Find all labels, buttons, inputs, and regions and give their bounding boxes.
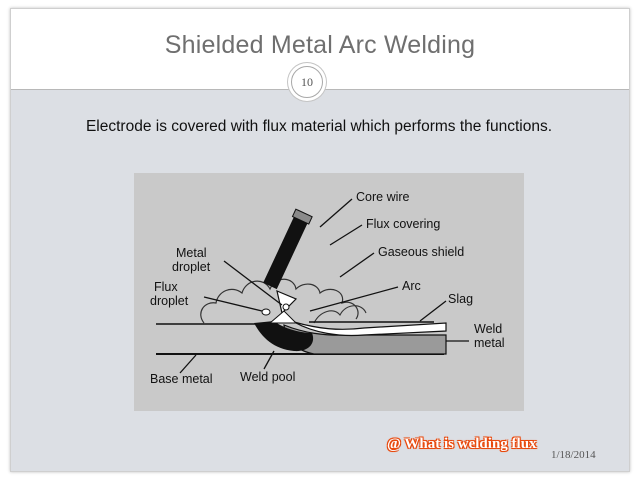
- gaseous-shield-leader: [339, 252, 375, 278]
- slide-subtitle: Electrode is covered with flux material …: [85, 118, 553, 135]
- electrode: [263, 208, 313, 290]
- watermark-caption: @ What is welding flux: [387, 436, 537, 452]
- label-flux-covering: Flux covering: [366, 217, 440, 231]
- page-number-badge: 10: [291, 66, 323, 98]
- flux-droplet-leader: [203, 296, 263, 312]
- slide-date: 1/18/2014: [551, 449, 596, 461]
- weld-pool: [254, 321, 314, 352]
- slag-leader: [419, 300, 447, 322]
- welding-diagram: Core wire Flux covering Gaseous shield M…: [134, 173, 524, 411]
- label-slag: Slag: [448, 292, 473, 306]
- slag-layer: [293, 321, 447, 337]
- gaseous-shield-cloud-right: [313, 305, 367, 324]
- arc-leader: [309, 286, 399, 312]
- flux-droplet: [261, 308, 271, 316]
- label-gaseous-shield: Gaseous shield: [378, 245, 464, 259]
- metal-droplet-leader: [223, 260, 283, 306]
- label-metal-droplet-line2: droplet: [172, 260, 211, 274]
- label-core-wire: Core wire: [356, 190, 410, 204]
- weld-pool-leader: [263, 350, 275, 370]
- metal-droplet: [282, 303, 290, 311]
- slide-title: Shielded Metal Arc Welding: [164, 31, 476, 59]
- label-weld-metal-line1: Weld: [474, 322, 502, 336]
- arc-cone: [268, 310, 298, 324]
- label-flux-droplet-line2: droplet: [150, 294, 189, 308]
- core-wire-leader: [319, 198, 353, 228]
- label-weld-pool: Weld pool: [240, 370, 295, 384]
- flux-covering-leader: [329, 224, 363, 246]
- label-metal-droplet-line1: Metal: [176, 246, 207, 260]
- label-flux-droplet-line1: Flux: [154, 280, 178, 294]
- label-base-metal: Base metal: [150, 372, 213, 386]
- label-arc: Arc: [402, 279, 421, 293]
- base-metal-leader: [179, 354, 197, 374]
- label-weld-metal-line2: metal: [474, 336, 505, 350]
- welding-diagram-svg: Core wire Flux covering Gaseous shield M…: [150, 190, 505, 386]
